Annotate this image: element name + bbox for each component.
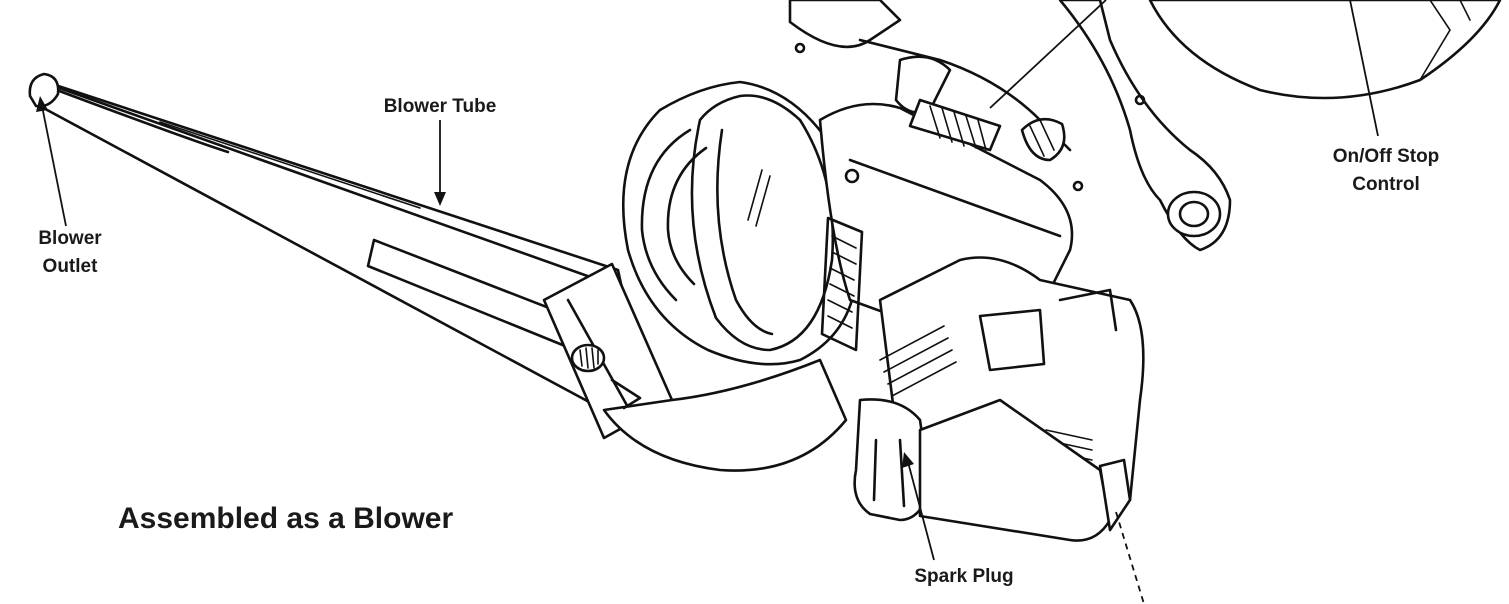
- spark-plug-arrowhead: [902, 452, 914, 468]
- blower-tube-label: Blower Tube: [384, 96, 497, 117]
- blower-outlet-label-line1: Blower: [38, 228, 102, 249]
- dashed-leader: [1115, 511, 1145, 604]
- fan-housing-drawing: [622, 80, 854, 366]
- blower-outlet-label-line2: Outlet: [43, 256, 99, 277]
- blower-tube-drawing: [28, 72, 848, 472]
- diagram-caption: Assembled as a Blower: [118, 502, 453, 535]
- throttle-leader: [989, 0, 1107, 109]
- leader-lines: [36, 0, 1379, 604]
- on-off-label-line2: Control: [1352, 174, 1420, 195]
- spark-plug-label: Spark Plug: [914, 566, 1013, 587]
- cylinder-area-drawing: [853, 256, 1145, 542]
- tube-lock-knob: [570, 343, 606, 373]
- throttle-controls-drawing: [894, 55, 1066, 162]
- blower-tube-arrowhead: [434, 192, 446, 206]
- callout-labels: Blower Tube Blower Outlet On/Off Stop Co…: [38, 96, 1439, 587]
- spark-plug-leader: [907, 461, 935, 561]
- blower-outlet-arrowhead: [36, 96, 48, 112]
- on-off-label-line1: On/Off Stop: [1333, 146, 1440, 167]
- on-off-leader: [1349, 0, 1379, 137]
- rear-handle-drawing: [1058, 0, 1502, 252]
- cooling-vents: [820, 216, 864, 352]
- blower-outlet-leader: [41, 105, 67, 227]
